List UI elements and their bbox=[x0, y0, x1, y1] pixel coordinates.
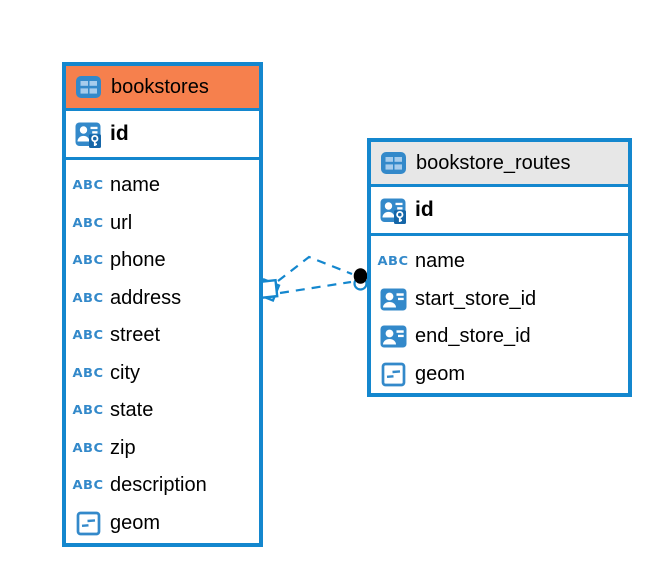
column-row-geom[interactable]: geom bbox=[66, 505, 259, 543]
column-name: id bbox=[415, 198, 434, 221]
column-name: start_store_id bbox=[415, 287, 537, 310]
relationship-line-lower[interactable] bbox=[279, 280, 352, 295]
text-icon: ABC bbox=[72, 253, 104, 268]
text-icon: ABC bbox=[72, 328, 104, 343]
reference-icon bbox=[379, 324, 407, 349]
column-row-street[interactable]: ABC street bbox=[66, 317, 259, 355]
text-icon: ABC bbox=[72, 291, 104, 306]
text-icon: ABC bbox=[72, 216, 104, 231]
connector-dot-marker bbox=[353, 268, 368, 291]
text-icon: ABC bbox=[72, 366, 104, 381]
column-row-description[interactable]: ABC description bbox=[66, 467, 259, 505]
reference-icon bbox=[379, 287, 407, 312]
column-row-url[interactable]: ABC url bbox=[66, 205, 259, 243]
table-header-bookstore-routes[interactable]: bookstore_routes bbox=[371, 142, 628, 187]
column-row-zip[interactable]: ABC zip bbox=[66, 430, 259, 468]
column-row-city[interactable]: ABC city bbox=[66, 355, 259, 393]
column-row-address[interactable]: ABC address bbox=[66, 280, 259, 318]
text-icon: ABC bbox=[377, 254, 409, 269]
column-name: url bbox=[110, 211, 133, 234]
column-name: geom bbox=[110, 511, 161, 534]
column-row-id[interactable]: id bbox=[66, 111, 259, 160]
column-row-name[interactable]: ABC name bbox=[66, 167, 259, 205]
column-name: end_store_id bbox=[415, 325, 531, 348]
column-row-geom[interactable]: geom bbox=[371, 356, 628, 394]
column-name: name bbox=[415, 250, 466, 273]
column-name: city bbox=[110, 361, 140, 384]
relationship-line-upper[interactable] bbox=[277, 255, 353, 282]
column-row-id[interactable]: id bbox=[371, 187, 628, 236]
column-row-state[interactable]: ABC state bbox=[66, 392, 259, 430]
text-icon: ABC bbox=[72, 178, 104, 193]
column-name: geom bbox=[415, 362, 466, 385]
table-header-bookstores[interactable]: bookstores bbox=[66, 66, 259, 111]
column-name: street bbox=[110, 324, 161, 347]
table-name: bookstore_routes bbox=[416, 151, 571, 174]
column-name: address bbox=[110, 286, 182, 309]
column-name: description bbox=[110, 474, 207, 497]
column-row-name[interactable]: ABC name bbox=[371, 243, 628, 281]
text-icon: ABC bbox=[72, 478, 104, 493]
geometry-icon bbox=[379, 362, 407, 387]
text-icon: ABC bbox=[72, 403, 104, 418]
text-icon: ABC bbox=[72, 441, 104, 456]
column-row-phone[interactable]: ABC phone bbox=[66, 242, 259, 280]
table-icon bbox=[74, 74, 102, 100]
column-name: zip bbox=[110, 436, 136, 459]
table-icon bbox=[379, 150, 407, 176]
table-name: bookstores bbox=[111, 75, 209, 98]
column-name: id bbox=[110, 122, 129, 145]
column-row-start_store_id[interactable]: start_store_id bbox=[371, 281, 628, 319]
primary-key-icon bbox=[74, 121, 102, 148]
column-row-end_store_id[interactable]: end_store_id bbox=[371, 318, 628, 356]
column-name: state bbox=[110, 399, 154, 422]
geometry-icon bbox=[74, 511, 102, 536]
column-name: phone bbox=[110, 249, 166, 272]
column-name: name bbox=[110, 174, 161, 197]
primary-key-icon bbox=[379, 197, 407, 224]
